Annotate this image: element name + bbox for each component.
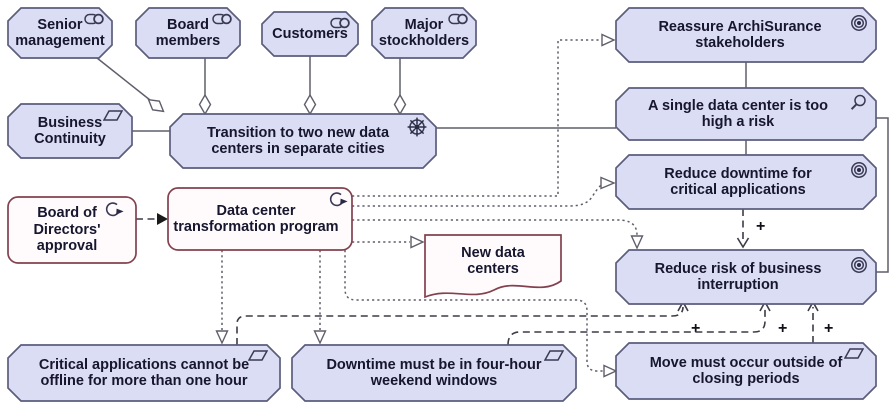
influence-reduce-downtime-reduce-risk: + — [736, 209, 765, 249]
influence-plus-label: + — [824, 320, 833, 337]
realization-program-move-closing — [344, 250, 618, 378]
node-move-closing[interactable] — [615, 342, 877, 400]
node-single-dc-risk[interactable] — [615, 87, 877, 141]
influence-plus-label: + — [691, 320, 700, 337]
association-board-members-transition — [198, 58, 212, 116]
node-reduce-risk[interactable] — [615, 249, 877, 305]
realization-program-critical-apps — [215, 250, 229, 345]
influence-move-closing-reduce-risk: + — [807, 300, 833, 343]
association-stockholders-transition — [393, 58, 407, 116]
realization-program-new-data-centers — [352, 235, 425, 249]
node-reassure[interactable] — [615, 7, 877, 63]
realization-program-reduce-downtime — [352, 176, 616, 207]
realization-program-reduce-risk — [352, 219, 644, 250]
node-new-data-centers[interactable] — [424, 234, 562, 299]
node-business-continuity[interactable] — [7, 103, 133, 159]
node-board-approval[interactable] — [7, 196, 137, 264]
association-single-dc-risk-reduce-risk — [876, 117, 889, 273]
goal-target-icon — [851, 15, 867, 31]
trigger-board-approval-program — [136, 213, 168, 225]
goal-target-icon — [851, 162, 867, 178]
realization-program-reassure — [352, 33, 616, 197]
association-customers-transition — [303, 56, 317, 116]
goal-target-icon — [851, 257, 867, 273]
association-senior-management-transition — [96, 57, 165, 113]
influence-critical-apps-reduce-risk: + — [236, 300, 700, 345]
node-dc-program[interactable] — [167, 187, 353, 251]
node-transition-goal[interactable] — [169, 113, 437, 169]
influence-downtime-windows-reduce-risk: + — [507, 300, 787, 346]
influence-plus-label: + — [778, 320, 787, 337]
influence-plus-label: + — [756, 218, 765, 235]
node-customers[interactable] — [261, 11, 359, 57]
goal-wheel-icon — [406, 116, 428, 138]
realization-program-downtime-windows — [313, 250, 327, 345]
node-critical-apps[interactable] — [7, 344, 281, 402]
node-reduce-downtime[interactable] — [615, 154, 877, 210]
node-downtime-windows[interactable] — [291, 344, 577, 402]
